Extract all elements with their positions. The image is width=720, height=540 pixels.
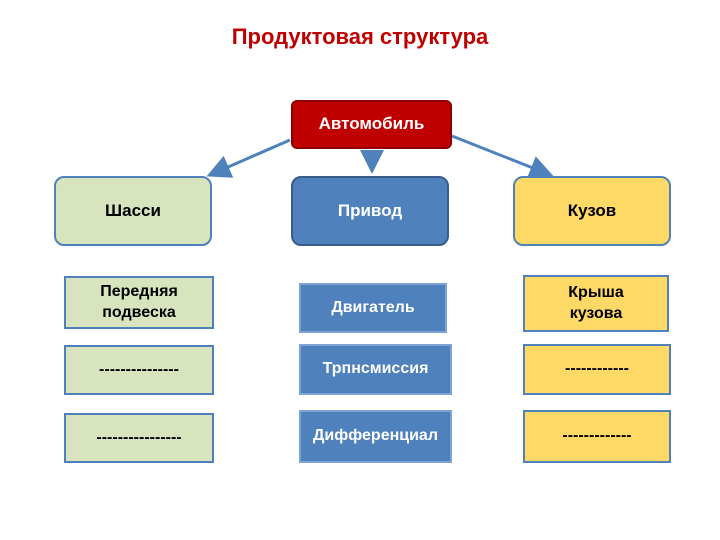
drive-item-transmission: Трпнсмиссия: [299, 344, 452, 395]
drive-item-differential: Дифференциал: [299, 410, 452, 463]
chassis-item-placeholder-2: ----------------: [64, 413, 214, 463]
body-item-label: -------------: [562, 427, 632, 445]
category-drive-label: Привод: [337, 200, 403, 220]
body-item-label: Крыша кузова: [568, 283, 624, 322]
chassis-item-label: Передняя подвеска: [100, 282, 178, 321]
arrow-to-body: [451, 134, 554, 179]
chassis-item-label: ---------------: [99, 360, 179, 378]
chassis-item-placeholder-1: ---------------: [64, 345, 214, 395]
diagram-title: Продуктовая структура: [231, 24, 489, 49]
root-node-car: Автомобиль: [291, 100, 452, 149]
drive-item-engine: Двигатель: [299, 283, 447, 333]
category-chassis: Шасси: [54, 176, 212, 246]
drive-item-label: Двигатель: [331, 298, 415, 316]
drive-item-label: Дифференциал: [313, 427, 438, 445]
body-item-placeholder-1: ------------: [523, 344, 671, 395]
category-chassis-label: Шасси: [105, 200, 161, 220]
root-node-label: Автомобиль: [318, 114, 425, 134]
body-item-placeholder-2: -------------: [523, 410, 671, 463]
category-body: Кузов: [513, 176, 671, 246]
chassis-item-front-suspension: Передняя подвеска: [64, 276, 214, 329]
drive-item-label: Трпнсмиссия: [322, 360, 429, 378]
body-item-label: ------------: [565, 360, 629, 378]
arrow-to-chassis: [206, 138, 291, 178]
category-drive: Привод: [291, 176, 449, 246]
chassis-item-label: ----------------: [96, 428, 182, 446]
body-item-roof: Крыша кузова: [523, 275, 669, 332]
category-body-label: Кузов: [567, 200, 617, 220]
